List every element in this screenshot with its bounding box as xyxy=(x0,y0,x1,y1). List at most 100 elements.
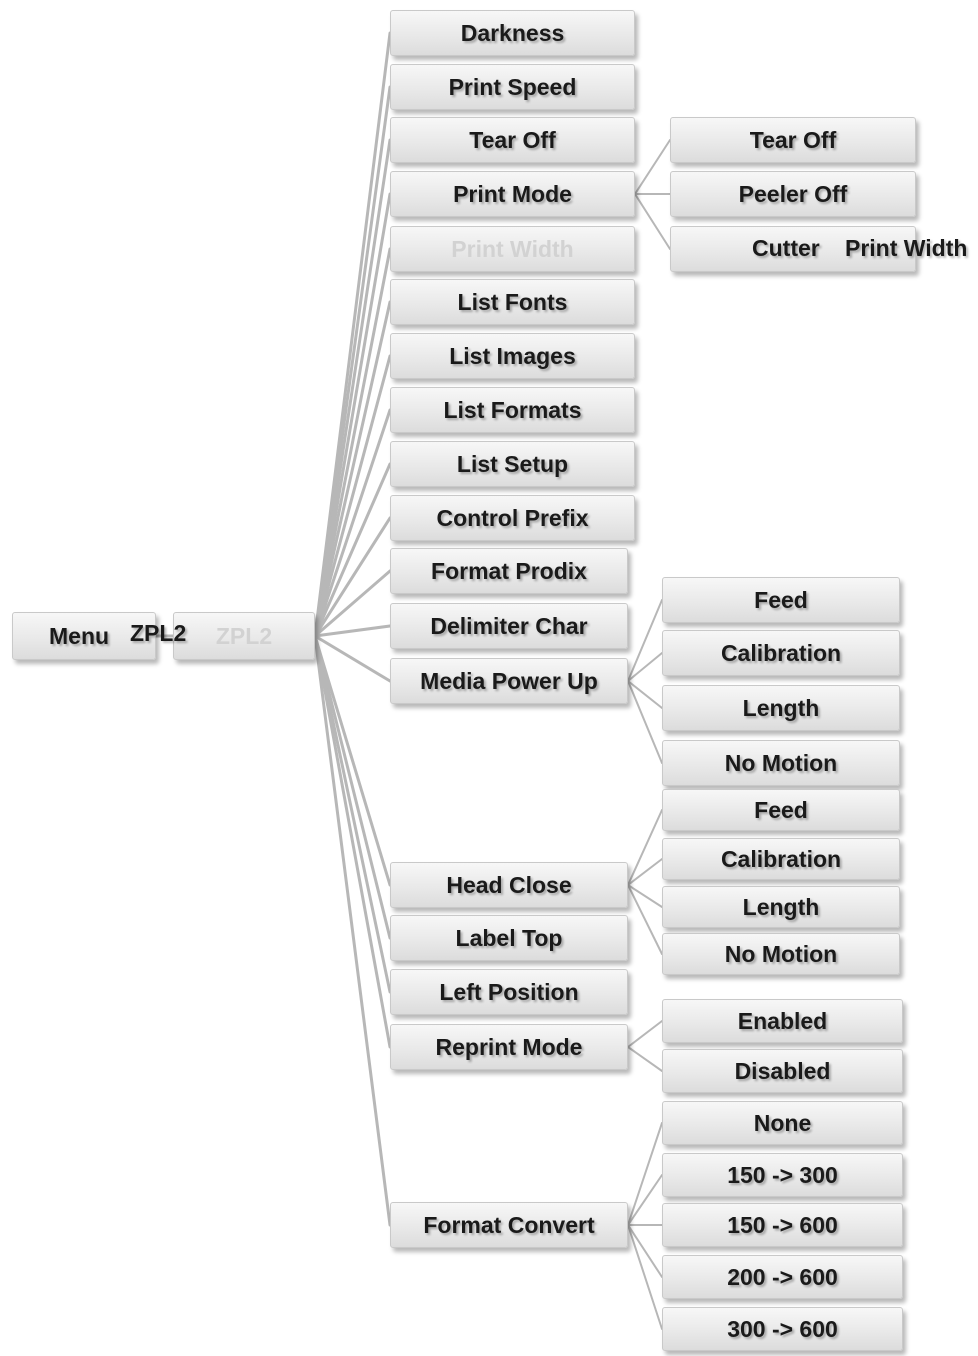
menu-item-list-formats[interactable]: List Formats xyxy=(390,387,635,433)
submenu-label: Feed xyxy=(754,586,808,613)
connector-branch-16 xyxy=(313,634,392,1049)
menu-item-label: Media Power Up xyxy=(420,667,598,694)
submenu-label: No Motion xyxy=(724,749,838,776)
submenu-head-close-feed[interactable]: Feed xyxy=(662,789,900,831)
connector-branch-5 xyxy=(313,300,392,638)
connector-print-mode-0 xyxy=(634,139,671,195)
menu-item-label: Tear Off xyxy=(469,126,556,153)
submenu-label: Feed xyxy=(754,796,808,823)
connector-branch-7 xyxy=(313,408,392,638)
submenu-head-close-no-motion[interactable]: No Motion xyxy=(662,933,900,975)
connector-format-convert-4 xyxy=(627,1224,663,1330)
submenu-format-convert-150-600[interactable]: 150 -> 600 xyxy=(662,1203,903,1247)
connector-branch-2 xyxy=(313,138,392,638)
connector-reprint-mode-1 xyxy=(627,1046,663,1072)
menu-item-label: Control Prefix xyxy=(436,504,589,531)
menu-item-head-close[interactable]: Head Close xyxy=(390,862,628,908)
connector-branch-3 xyxy=(313,192,392,638)
submenu-media-power-up-no-motion[interactable]: No Motion xyxy=(662,740,900,786)
submenu-media-power-up-length[interactable]: Length xyxy=(662,685,900,731)
menu-item-label: Left Position xyxy=(439,978,579,1005)
submenu-print-mode-cutter-label: Cutter xyxy=(752,235,820,261)
menu-item-print-width[interactable]: Print Width xyxy=(390,226,635,272)
connector-media-power-up-2 xyxy=(627,680,663,709)
connector-head-close-3 xyxy=(627,884,663,955)
connector-branch-9 xyxy=(313,516,392,638)
menu-item-format-convert[interactable]: Format Convert xyxy=(390,1202,628,1248)
menu-item-label: Print Mode xyxy=(453,180,572,207)
menu-item-label: List Fonts xyxy=(457,288,568,315)
submenu-label: 150 -> 600 xyxy=(727,1211,838,1238)
connector-reprint-mode-0 xyxy=(627,1020,663,1048)
menu-item-darkness[interactable]: Darkness xyxy=(390,10,635,56)
connector-branch-13 xyxy=(313,634,392,887)
menu-item-label: List Images xyxy=(449,342,576,369)
connector-media-power-up-0 xyxy=(627,599,663,682)
submenu-label: Tear Off xyxy=(749,126,837,153)
zpl2-label: ZPL2 xyxy=(130,620,187,646)
submenu-media-power-up-feed[interactable]: Feed xyxy=(662,577,900,623)
submenu-label: None xyxy=(753,1109,812,1136)
submenu-label: Enabled xyxy=(737,1007,828,1034)
submenu-format-convert-150-300[interactable]: 150 -> 300 xyxy=(662,1153,903,1197)
submenu-reprint-mode-enabled[interactable]: Enabled xyxy=(662,999,903,1043)
submenu-label: Disabled xyxy=(734,1057,831,1084)
submenu-format-convert-200-600[interactable]: 200 -> 600 xyxy=(662,1255,903,1299)
submenu-head-close-calibration[interactable]: Calibration xyxy=(662,838,900,880)
connector-branch-8 xyxy=(313,462,392,638)
menu-item-label: Format Prodix xyxy=(431,557,587,584)
submenu-label: Peeler Off xyxy=(738,180,848,207)
connector-branch-12 xyxy=(313,634,392,683)
zpl2-box-label: ZPL2 xyxy=(215,622,273,649)
submenu-label: 300 -> 600 xyxy=(727,1315,838,1342)
zpl2-box[interactable]: ZPL2 xyxy=(173,612,315,660)
connector-branch-15 xyxy=(313,634,392,994)
connector-branch-10 xyxy=(313,569,392,638)
submenu-format-convert-none[interactable]: None xyxy=(662,1101,903,1145)
menu-item-tear-off[interactable]: Tear Off xyxy=(390,117,635,163)
submenu-label: 150 -> 300 xyxy=(727,1161,838,1188)
menu-root-box[interactable]: Menu xyxy=(12,612,156,660)
submenu-media-power-up-calibration[interactable]: Calibration xyxy=(662,630,900,676)
submenu-print-mode-print-width-label: Print Width xyxy=(845,235,968,261)
menu-item-delimiter-char[interactable]: Delimiter Char xyxy=(390,603,628,649)
submenu-label: Calibration xyxy=(720,845,842,872)
connector-media-power-up-1 xyxy=(627,652,663,682)
connector-format-convert-3 xyxy=(627,1224,663,1278)
connector-branch-11 xyxy=(313,624,392,638)
connector-branch-4 xyxy=(313,247,392,638)
submenu-label: Length xyxy=(742,694,820,721)
submenu-label: 200 -> 600 xyxy=(727,1263,838,1290)
submenu-head-close-length[interactable]: Length xyxy=(662,886,900,928)
menu-item-label: Print Width xyxy=(451,235,574,262)
submenu-print-mode-tear-off[interactable]: Tear Off xyxy=(670,117,916,163)
submenu-label: Calibration xyxy=(720,639,842,666)
menu-item-list-images[interactable]: List Images xyxy=(390,333,635,379)
connector-head-close-1 xyxy=(627,858,663,886)
menu-item-print-speed[interactable]: Print Speed xyxy=(390,64,635,110)
menu-item-label: Delimiter Char xyxy=(430,612,588,639)
connector-branch-17 xyxy=(313,634,392,1227)
menu-item-label: Label Top xyxy=(455,924,563,951)
connector-format-convert-0 xyxy=(627,1122,663,1226)
menu-item-list-setup[interactable]: List Setup xyxy=(390,441,635,487)
connector-head-close-2 xyxy=(627,884,663,908)
menu-item-media-power-up[interactable]: Media Power Up xyxy=(390,658,628,704)
menu-item-label-top[interactable]: Label Top xyxy=(390,915,628,961)
menu-item-print-mode[interactable]: Print Mode xyxy=(390,171,635,217)
menu-item-reprint-mode[interactable]: Reprint Mode xyxy=(390,1024,628,1070)
menu-item-control-prefix[interactable]: Control Prefix xyxy=(390,495,635,541)
submenu-reprint-mode-disabled[interactable]: Disabled xyxy=(662,1049,903,1093)
menu-label: Menu xyxy=(49,622,110,649)
menu-item-list-fonts[interactable]: List Fonts xyxy=(390,279,635,325)
submenu-print-mode-peeler-off[interactable]: Peeler Off xyxy=(670,171,916,217)
menu-item-left-position[interactable]: Left Position xyxy=(390,969,628,1015)
connector-head-close-0 xyxy=(627,809,663,886)
submenu-format-convert-300-600[interactable]: 300 -> 600 xyxy=(662,1307,903,1351)
submenu-print-mode-cutter[interactable] xyxy=(670,226,916,272)
submenu-label: No Motion xyxy=(724,940,838,967)
menu-item-format-prodix[interactable]: Format Prodix xyxy=(390,548,628,594)
menu-item-label: Print Speed xyxy=(448,73,577,100)
connector-print-mode-2 xyxy=(634,193,671,250)
